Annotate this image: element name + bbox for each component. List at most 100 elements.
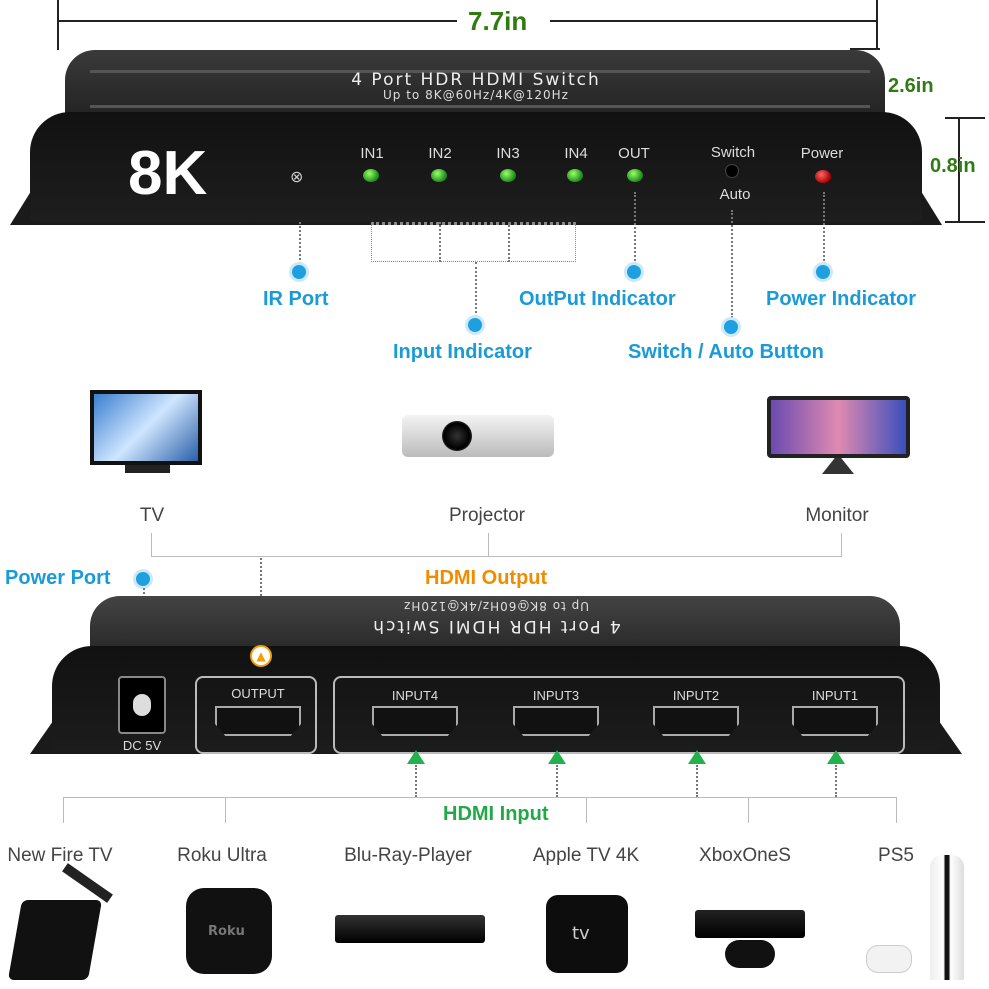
output-port-label: OUTPUT <box>231 686 285 701</box>
ir-sensor-icon: ⊗ <box>290 167 304 186</box>
monitor-stand <box>822 458 854 474</box>
bluray-player-image <box>335 915 485 943</box>
input3-label: INPUT3 <box>532 688 580 703</box>
leader-line <box>556 765 558 797</box>
led-out <box>627 169 643 182</box>
projector-image <box>402 415 554 457</box>
led-label-in3: IN3 <box>496 145 520 162</box>
leader-line <box>731 210 733 318</box>
leader-line <box>475 262 477 317</box>
dim-line <box>876 0 878 50</box>
switch-back-view: 4 Port HDR HDMI Switch Up to 8K@60Hz/4K@… <box>30 596 962 756</box>
led-label-in1: IN1 <box>360 145 384 162</box>
bracket-tick <box>586 797 587 823</box>
led-label-out: OUT <box>618 145 650 162</box>
input-label-roku: Roku Ultra <box>177 845 267 866</box>
dim-line <box>945 117 985 119</box>
power-indicator-callout: Power Indicator <box>766 288 917 310</box>
ir-port-callout: IR Port <box>263 288 329 310</box>
input-ports-frame <box>333 676 905 754</box>
hdmi-input2-port[interactable] <box>653 706 739 736</box>
arrow-up-icon <box>548 750 566 764</box>
power-port-callout: Power Port <box>5 567 111 589</box>
xbox-controller-image <box>725 940 775 968</box>
led-in2 <box>431 169 447 182</box>
input-label-bluray: Blu-Ray-Player <box>344 845 472 866</box>
ps5-image <box>930 855 964 980</box>
hdmi-output-port[interactable] <box>215 706 301 736</box>
auto-label: Auto <box>719 186 751 203</box>
input-label-fire-tv: New Fire TV <box>7 845 113 866</box>
input2-label: INPUT2 <box>672 688 720 703</box>
dim-line <box>57 20 457 22</box>
output-bracket <box>151 533 842 557</box>
output-indicator-callout: OutPut Indicator <box>519 288 676 310</box>
input-label-apple-tv: Apple TV 4K <box>532 845 640 866</box>
fire-tv-image <box>7 900 103 980</box>
roku-logo: Roku <box>208 924 245 939</box>
hdmi-input3-port[interactable] <box>513 706 599 736</box>
xbox-image <box>695 910 805 938</box>
input-indicator-callout: Input Indicator <box>393 341 532 363</box>
input-label-ps5: PS5 <box>878 845 914 866</box>
dim-line <box>850 48 880 50</box>
output-label-projector: Projector <box>448 505 526 526</box>
output-indicator-dot <box>627 265 641 279</box>
apple-tv-logo: tv <box>572 923 590 944</box>
led-in3 <box>500 169 516 182</box>
8k-badge: 8K <box>128 139 208 208</box>
leader-line <box>439 222 441 262</box>
leader-line <box>835 765 837 797</box>
width-dimension: 7.7in <box>468 6 528 36</box>
switch-button-dot <box>724 320 738 334</box>
arrow-up-icon <box>827 750 845 764</box>
led-label-in2: IN2 <box>428 145 452 162</box>
ir-port-dot <box>292 265 306 279</box>
input-indicator-dot <box>468 318 482 332</box>
hdmi-input4-port[interactable] <box>372 706 458 736</box>
input-bracket <box>63 797 897 798</box>
led-in4 <box>567 169 583 182</box>
leader-line <box>508 222 510 262</box>
ps5-controller-image <box>866 945 912 973</box>
dc-label: DC 5V <box>122 738 162 753</box>
leader-line <box>823 192 825 264</box>
arrow-up-icon: ▲ <box>250 645 272 667</box>
hdmi-input1-port[interactable] <box>792 706 878 736</box>
hdmi-input-heading: HDMI Input <box>441 803 551 826</box>
input1-label: INPUT1 <box>811 688 859 703</box>
tv-stand <box>125 465 170 473</box>
power-led <box>815 170 831 183</box>
input4-label: INPUT4 <box>391 688 439 703</box>
dim-line <box>57 0 59 50</box>
arrow-up-icon <box>688 750 706 764</box>
input-bracket <box>371 222 576 262</box>
monitor-image <box>767 396 910 458</box>
arrow-up-icon <box>407 750 425 764</box>
switch-auto-button[interactable] <box>725 164 739 178</box>
output-label-monitor: Monitor <box>805 505 869 526</box>
leader-line <box>634 192 636 264</box>
bracket-tick <box>896 797 897 823</box>
power-port-dot <box>136 572 150 586</box>
device-title: 4 Port HDR HDMI Switch <box>351 70 601 90</box>
leader-line <box>299 222 301 264</box>
roku-image: Roku <box>186 888 272 974</box>
bracket-tick <box>488 533 489 557</box>
power-label: Power <box>800 145 844 162</box>
dim-line <box>945 221 985 223</box>
apple-tv-image: tv <box>546 895 628 973</box>
led-in1 <box>363 169 379 182</box>
dim-line <box>550 20 877 22</box>
device-subtitle: Up to 8K@60Hz/4K@120Hz <box>383 88 569 102</box>
tv-image <box>90 390 202 465</box>
device-back-title: 4 Port HDR HDMI Switch <box>371 616 621 636</box>
fire-tv-cable <box>62 863 113 903</box>
height-dimension: 0.8in <box>930 155 976 177</box>
bracket-tick <box>225 797 226 823</box>
power-indicator-dot <box>816 265 830 279</box>
input-label-xbox: XboxOneS <box>699 845 791 866</box>
output-port-frame <box>195 676 317 754</box>
dc-power-jack[interactable] <box>118 676 166 734</box>
depth-dimension: 2.6in <box>888 75 934 97</box>
